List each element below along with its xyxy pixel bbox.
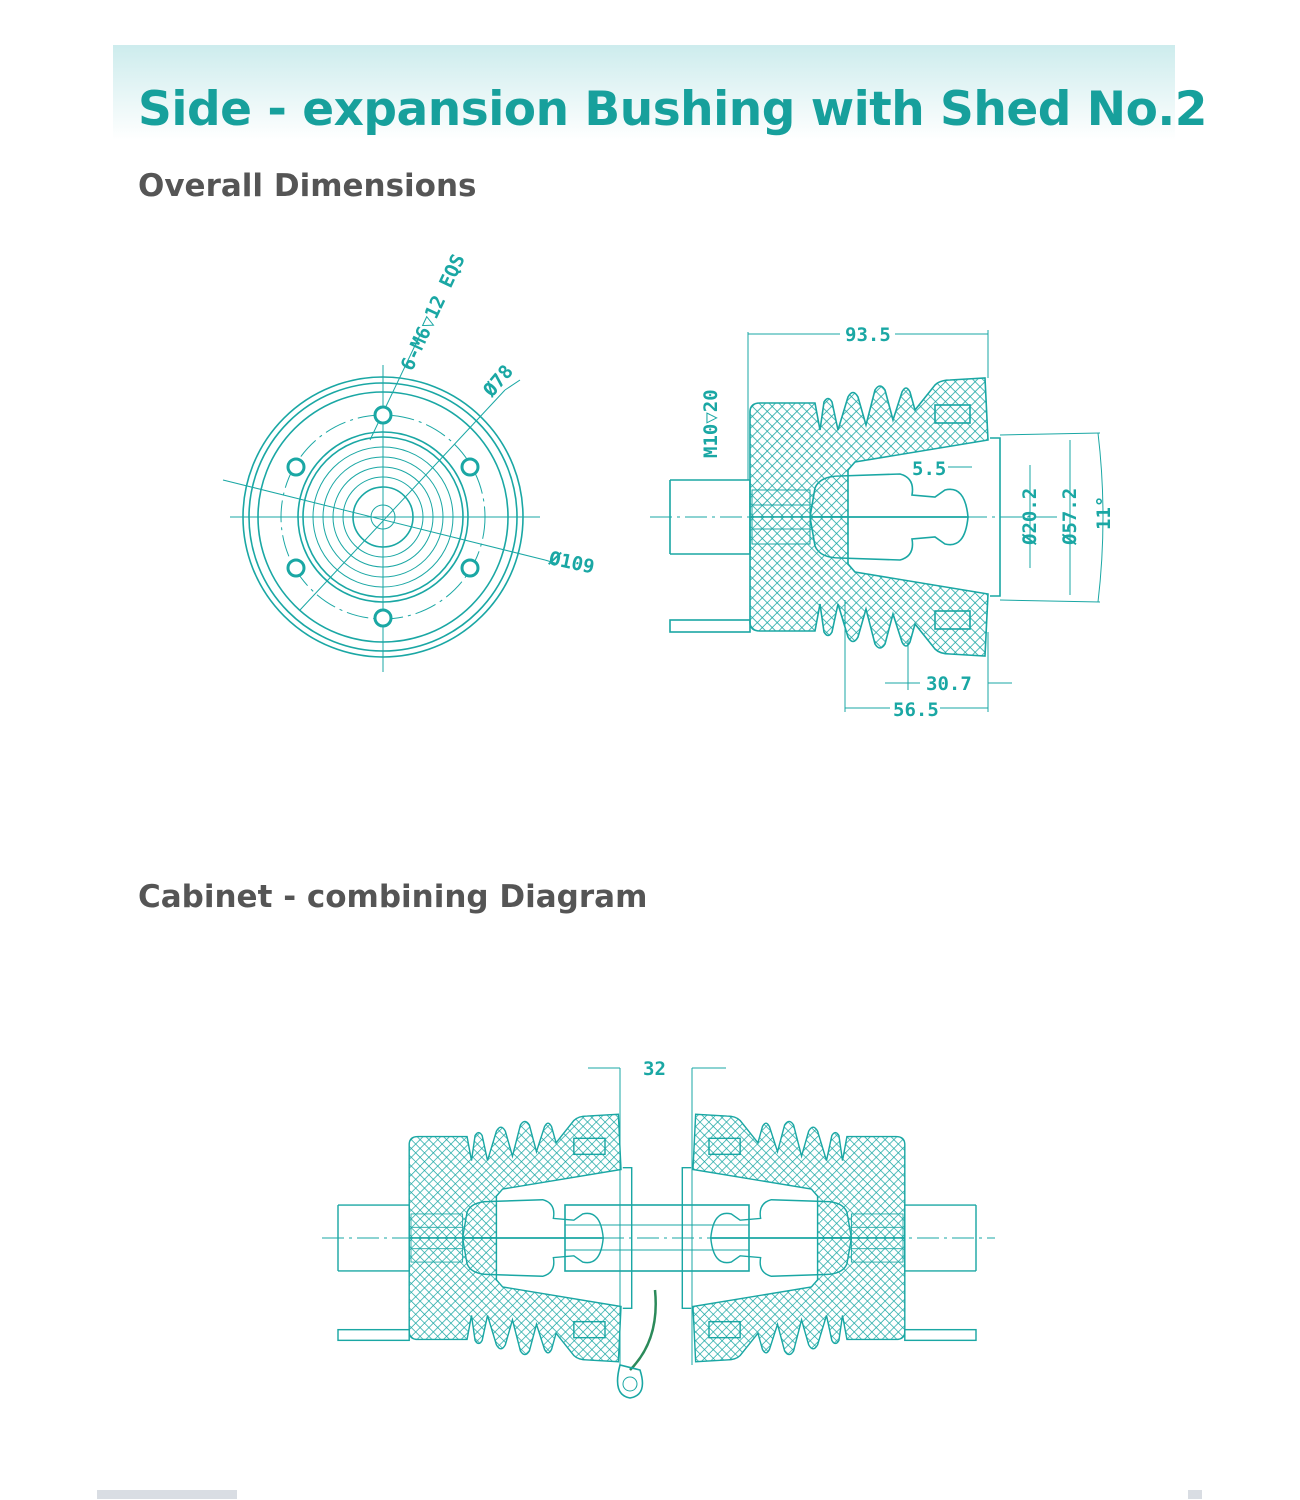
offset-5-5-label: 5.5 (912, 458, 946, 480)
thread-spec-label: M10▽20 (700, 389, 722, 458)
gap-32-label: 32 (643, 1058, 666, 1080)
ground-terminal-icon (622, 1376, 638, 1392)
footer-bar-right (1188, 1490, 1202, 1499)
diameter-57-2-label: Ø57.2 (1059, 488, 1081, 546)
length-30-7-label: 30.7 (926, 673, 972, 695)
section-heading-cabinet-diagram: Cabinet - combining Diagram (138, 879, 648, 915)
title-banner (113, 45, 1175, 140)
bolt-holes (286, 405, 480, 628)
footer-bar-left (97, 1490, 237, 1499)
cabinet-combining-drawing: 32 (322, 1058, 995, 1399)
diameter-109-label: Ø109 (546, 547, 596, 578)
length-93-5-label: 93.5 (845, 324, 891, 346)
diameter-20-2-label: Ø20.2 (1019, 488, 1041, 546)
section-heading-overall-dimensions: Overall Dimensions (138, 168, 477, 204)
front-view-drawing: 6-M6▽12 EQS Ø78 Ø109 (222, 251, 596, 672)
diameter-78-label: Ø78 (478, 361, 518, 402)
page-title: Side - expansion Bushing with Shed No.2 (138, 82, 1207, 137)
bolt-spec-label: 6-M6▽12 EQS (397, 251, 470, 374)
length-56-5-label: 56.5 (893, 699, 939, 721)
angle-11-label: 11° (1093, 496, 1115, 530)
side-view-drawing: 93.5 M10▽20 5.5 Ø20.2 Ø57.2 11° 30.7 56.… (650, 324, 1115, 721)
